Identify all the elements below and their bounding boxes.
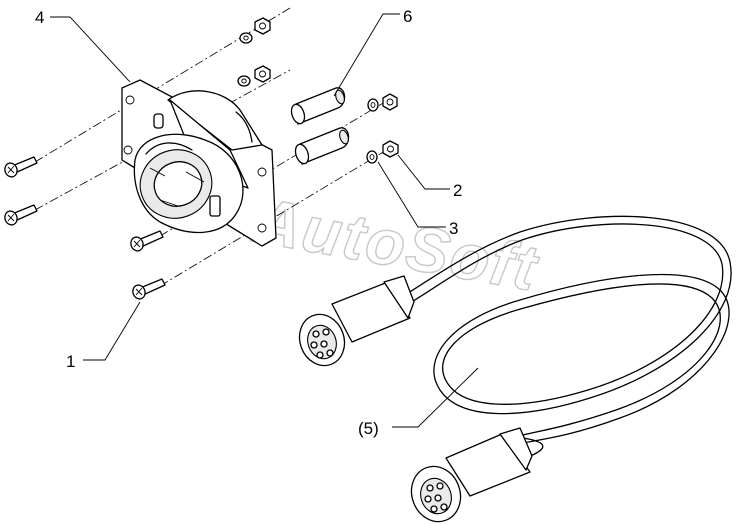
screws	[4, 156, 166, 300]
nuts-top	[254, 17, 271, 83]
lower-plug	[410, 427, 533, 523]
upper-plug	[298, 275, 415, 367]
assembly-axis-lines	[34, 7, 396, 287]
washers-nuts-right	[366, 93, 399, 164]
trailer-socket	[133, 90, 263, 234]
callout-1: 1	[66, 352, 75, 371]
spacer-sleeves	[290, 87, 350, 165]
callout-2: 2	[453, 181, 462, 200]
callout-4: 4	[35, 8, 44, 27]
washers-top	[237, 32, 253, 87]
leader-lines	[50, 13, 479, 428]
callout-5: (5)	[358, 419, 379, 438]
callout-6: 6	[403, 7, 412, 26]
callout-3: 3	[449, 219, 458, 238]
